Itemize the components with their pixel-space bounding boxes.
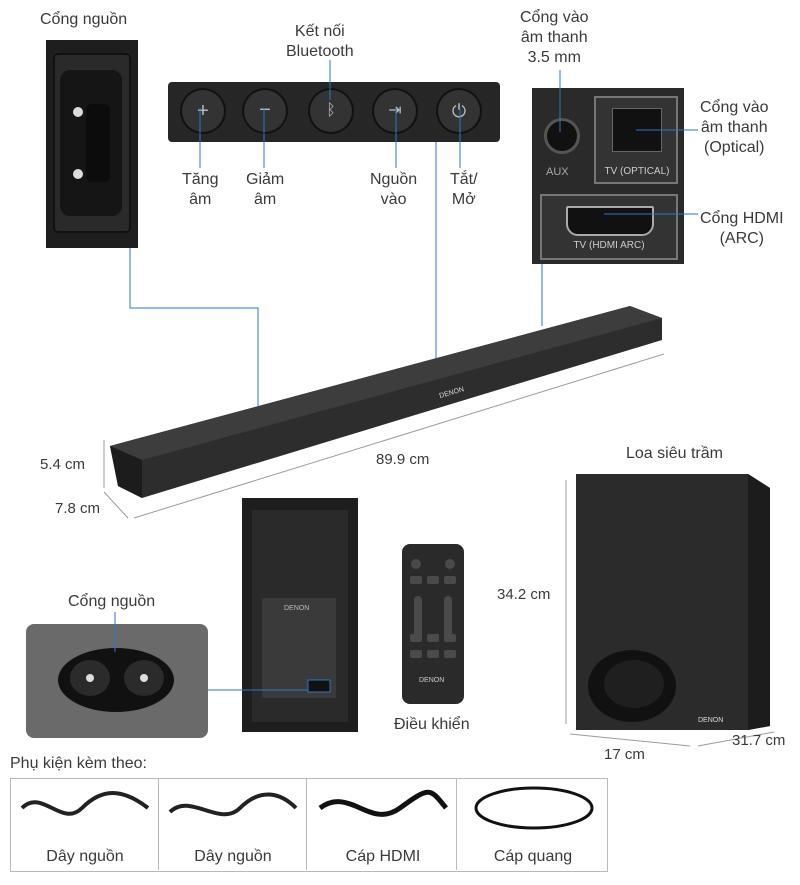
subwoofer-back: DENON	[242, 498, 358, 732]
optical-port: TV (OPTICAL)	[594, 96, 678, 184]
sub-front-brand: DENON	[698, 717, 723, 724]
remote-brand: DENON	[419, 677, 444, 684]
accessories-title: Phụ kiện kèm theo:	[10, 755, 147, 772]
subwoofer-front: DENON	[565, 474, 775, 747]
optical-cable-icon	[474, 786, 594, 830]
accessory-item: Cáp HDMI	[310, 778, 457, 870]
accessory-item: Cáp quang	[460, 778, 606, 870]
power-port-top-label: Cổng nguồn	[40, 11, 128, 28]
soundbar-diagram: DENON	[103, 60, 698, 519]
aux-jack	[544, 118, 580, 154]
bar-height-dim: 5.4 cm	[40, 456, 86, 473]
bar-depth-dim: 7.8 cm	[55, 500, 101, 517]
bar-width-dim: 89.9 cm	[376, 451, 430, 468]
power-cord-icon	[168, 792, 298, 817]
power-cord-icon	[20, 791, 150, 816]
button-panel: + − ᛒ ⇥ ⏻	[168, 82, 500, 142]
sub-height-dim: 34.2 cm	[497, 586, 551, 603]
hdmi-port: TV (HDMI ARC)	[540, 194, 678, 260]
accessory-item: Dây nguồn	[160, 778, 307, 870]
sub-width-dim: 17 cm	[604, 746, 645, 763]
hdmi-cable-icon	[318, 789, 448, 817]
subwoofer-label: Loa siêu trầm	[626, 445, 723, 462]
bluetooth-button[interactable]: ᛒ	[308, 88, 354, 134]
plus-icon: +	[197, 100, 209, 122]
power-button[interactable]: ⏻	[436, 88, 482, 134]
accessories-frame	[10, 778, 608, 872]
power-icon: ⏻	[451, 101, 467, 121]
remote-control: DENON	[402, 544, 464, 704]
aux-text: AUX	[546, 166, 569, 178]
power-port-top-photo	[46, 40, 138, 248]
minus-icon: −	[259, 99, 271, 121]
input-icon: ⇥	[388, 102, 402, 119]
sub-depth-dim: 31.7 cm	[732, 732, 786, 749]
power-port-sub-label: Cổng nguồn	[68, 593, 156, 610]
accessory-item: Dây nguồn	[12, 778, 159, 870]
power-toggle-label: Tắt/Mở	[450, 171, 478, 208]
remote-label: Điều khiển	[394, 716, 470, 733]
port-panel: AUX TV (OPTICAL) TV (HDMI ARC)	[532, 88, 684, 264]
sub-back-brand: DENON	[284, 605, 309, 612]
volume-down-button[interactable]: −	[242, 88, 288, 134]
power-port-sub-photo	[26, 624, 208, 738]
bluetooth-icon: ᛒ	[326, 102, 336, 119]
input-button[interactable]: ⇥	[372, 88, 418, 134]
volume-up-button[interactable]: +	[180, 88, 226, 134]
hdmi-arc-label: Cổng HDMI(ARC)	[700, 210, 784, 247]
